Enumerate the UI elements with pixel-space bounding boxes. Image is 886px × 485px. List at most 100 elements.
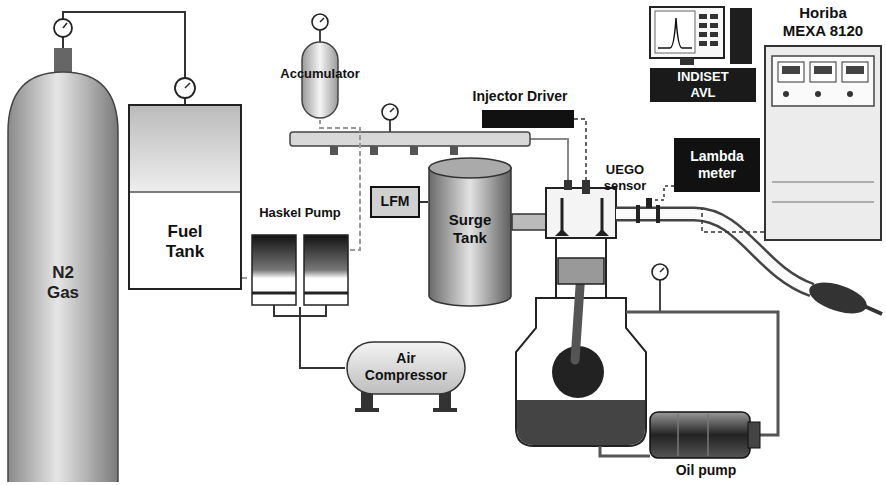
flow-meter-box: LFM [370, 186, 420, 218]
pressure-gauge [382, 104, 398, 120]
lambda-meter: Lambda meter [674, 138, 760, 192]
exhaust-pipe [636, 205, 640, 223]
engine [512, 214, 548, 230]
node-label: Injector Driver [458, 88, 582, 105]
accumulator: Accumulator [272, 36, 368, 120]
gas-analyzer-shape [847, 91, 853, 97]
node-label: Surge Tank [438, 211, 502, 247]
pressure-gauge [175, 78, 195, 98]
gas-analyzer-shape [782, 66, 800, 74]
haskel-pump-shape [252, 292, 296, 295]
common-rail [410, 146, 418, 155]
pressure-gauge [660, 268, 664, 272]
sensor-label: UEGO sensor [594, 162, 656, 193]
engine [561, 198, 564, 232]
indicating-system-shape [699, 41, 707, 46]
engine [582, 180, 590, 194]
injector-driver-shape [482, 110, 574, 128]
indicating-system-shape [710, 14, 718, 19]
pressure-gauge [63, 23, 67, 28]
oil-pump-shape [650, 412, 750, 458]
gas-analyzer-shape [772, 201, 874, 203]
indicating-system-shape [680, 58, 694, 65]
indicating-system-shape [699, 23, 707, 28]
haskel-pump: Haskel Pump [250, 205, 350, 307]
indicating-system-shape [710, 32, 718, 37]
gas-analyzer-shape [810, 62, 836, 82]
common-rail [330, 146, 338, 155]
haskel-pump-shape [252, 235, 296, 305]
fuel-tank-shape [129, 105, 241, 289]
engine [601, 198, 604, 232]
node-label: Fuel Tank [155, 222, 215, 263]
indicating-system-shape [650, 68, 756, 102]
engine [595, 229, 609, 236]
indicating-system-shape [655, 11, 695, 53]
engine [575, 272, 581, 360]
haskel-pump-shape [304, 292, 348, 295]
exhaust-pipe [805, 276, 870, 319]
exhaust-pipe [864, 306, 882, 314]
indicating-system-shape [730, 8, 752, 64]
indicating-system-shape [699, 14, 707, 19]
oil-pump-shape [707, 414, 709, 456]
node-label: Oil pump [648, 462, 764, 479]
common-rail [370, 146, 378, 155]
air-compressor-shape [355, 408, 379, 412]
oil-pump-shape [677, 414, 679, 456]
gauge-stem [319, 30, 321, 42]
fuel-tank-shape [130, 191, 240, 193]
driver-wire [574, 119, 586, 180]
gas-analyzer: Horiba MEXA 8120 [764, 2, 882, 242]
sensor-wire [652, 186, 674, 200]
gauge-stem [659, 280, 661, 312]
pressure-gauge [312, 14, 328, 30]
gas-analyzer-shape [783, 91, 789, 97]
injector-driver: Injector Driver [458, 88, 582, 130]
pressure-gauge [185, 83, 190, 88]
sensor-wire [702, 208, 764, 232]
gas-analyzer-shape [765, 46, 881, 240]
pressure-gauge [54, 19, 72, 37]
pressure-gauge [312, 14, 328, 30]
gas-analyzer-shape [778, 62, 804, 82]
pipe-line [242, 277, 250, 279]
indicating-system-shape [710, 41, 718, 46]
indicating-system-shape [650, 7, 724, 58]
surge-tank-shape [429, 158, 511, 178]
haskel-pump-shape [304, 235, 348, 305]
engine [555, 229, 569, 236]
sensor-wire [646, 198, 652, 208]
engine [517, 400, 645, 445]
pipe-line [420, 201, 428, 203]
air-compressor-shape [433, 408, 457, 412]
surge-tank-shape [429, 168, 511, 306]
node-label: N2 Gas [38, 263, 88, 304]
node-label: Haskel Pump [250, 205, 350, 221]
fuel-tank-shape [128, 104, 242, 290]
exhaust-pipe [656, 205, 660, 223]
gas-analyzer-shape [814, 66, 832, 74]
fuel-tank-shape [130, 106, 240, 192]
node-label: LFM [370, 193, 420, 210]
oil-pump-shape [748, 422, 760, 448]
indicating-system: INDISET AVL [646, 6, 760, 102]
pipe-line [320, 120, 360, 250]
node-label: Lambda meter [677, 148, 757, 182]
pressure-gauge [320, 18, 324, 22]
haskel-pump-shape [250, 205, 350, 307]
gas-cylinder-shape [8, 72, 118, 482]
flow-meter-box-shape [371, 187, 419, 217]
node-label: Accumulator [272, 66, 368, 82]
pressure-gauge [390, 108, 394, 112]
gauge-stem [320, 30, 660, 312]
gas-analyzer-shape [772, 181, 874, 183]
pressure-gauge [652, 264, 668, 280]
gas-analyzer-shape [772, 56, 874, 106]
gas-analyzer-shape [815, 91, 821, 97]
node-label: INDISET AVL [668, 69, 738, 100]
sensor-wire [646, 186, 764, 232]
node-label: Horiba MEXA 8120 [778, 4, 868, 40]
air-compressor-shape [347, 342, 465, 394]
pressure-gauge [54, 19, 72, 37]
